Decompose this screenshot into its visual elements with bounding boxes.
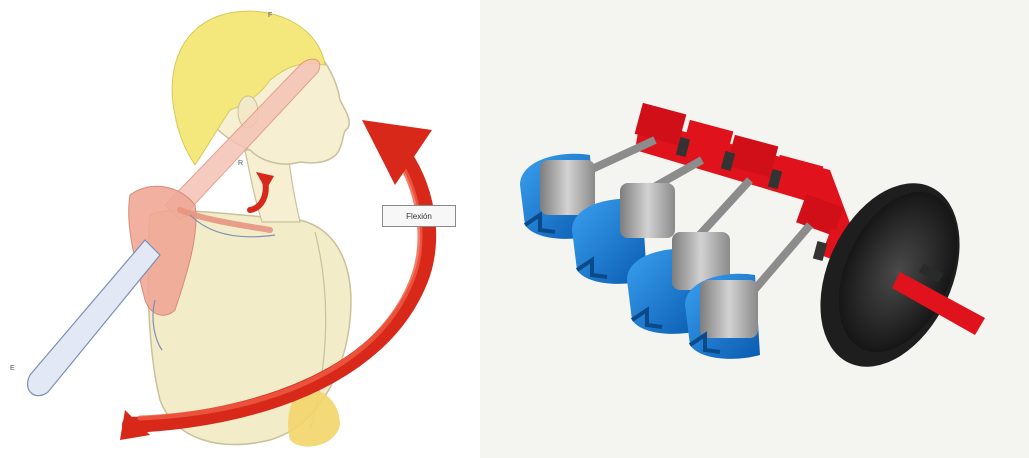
flexion-label-box: Flexión [382,205,456,227]
shoulder-flexion-svg [0,0,480,458]
marker-r: R [238,160,243,167]
journal-4 [813,241,827,261]
shoulder-flexion-illustration: Flexión F R E [0,0,480,458]
humerus-lowered [28,240,160,396]
marker-f: F [268,12,272,19]
conrod-1 [590,140,655,170]
engine-svg [480,0,1029,458]
engine-crankshaft-rendering [480,0,1029,458]
cylinder-4 [685,274,760,359]
marker-e: E [10,365,15,372]
conrod-4 [750,225,810,295]
conrod-3 [695,180,750,240]
flexion-label: Flexión [406,212,432,221]
